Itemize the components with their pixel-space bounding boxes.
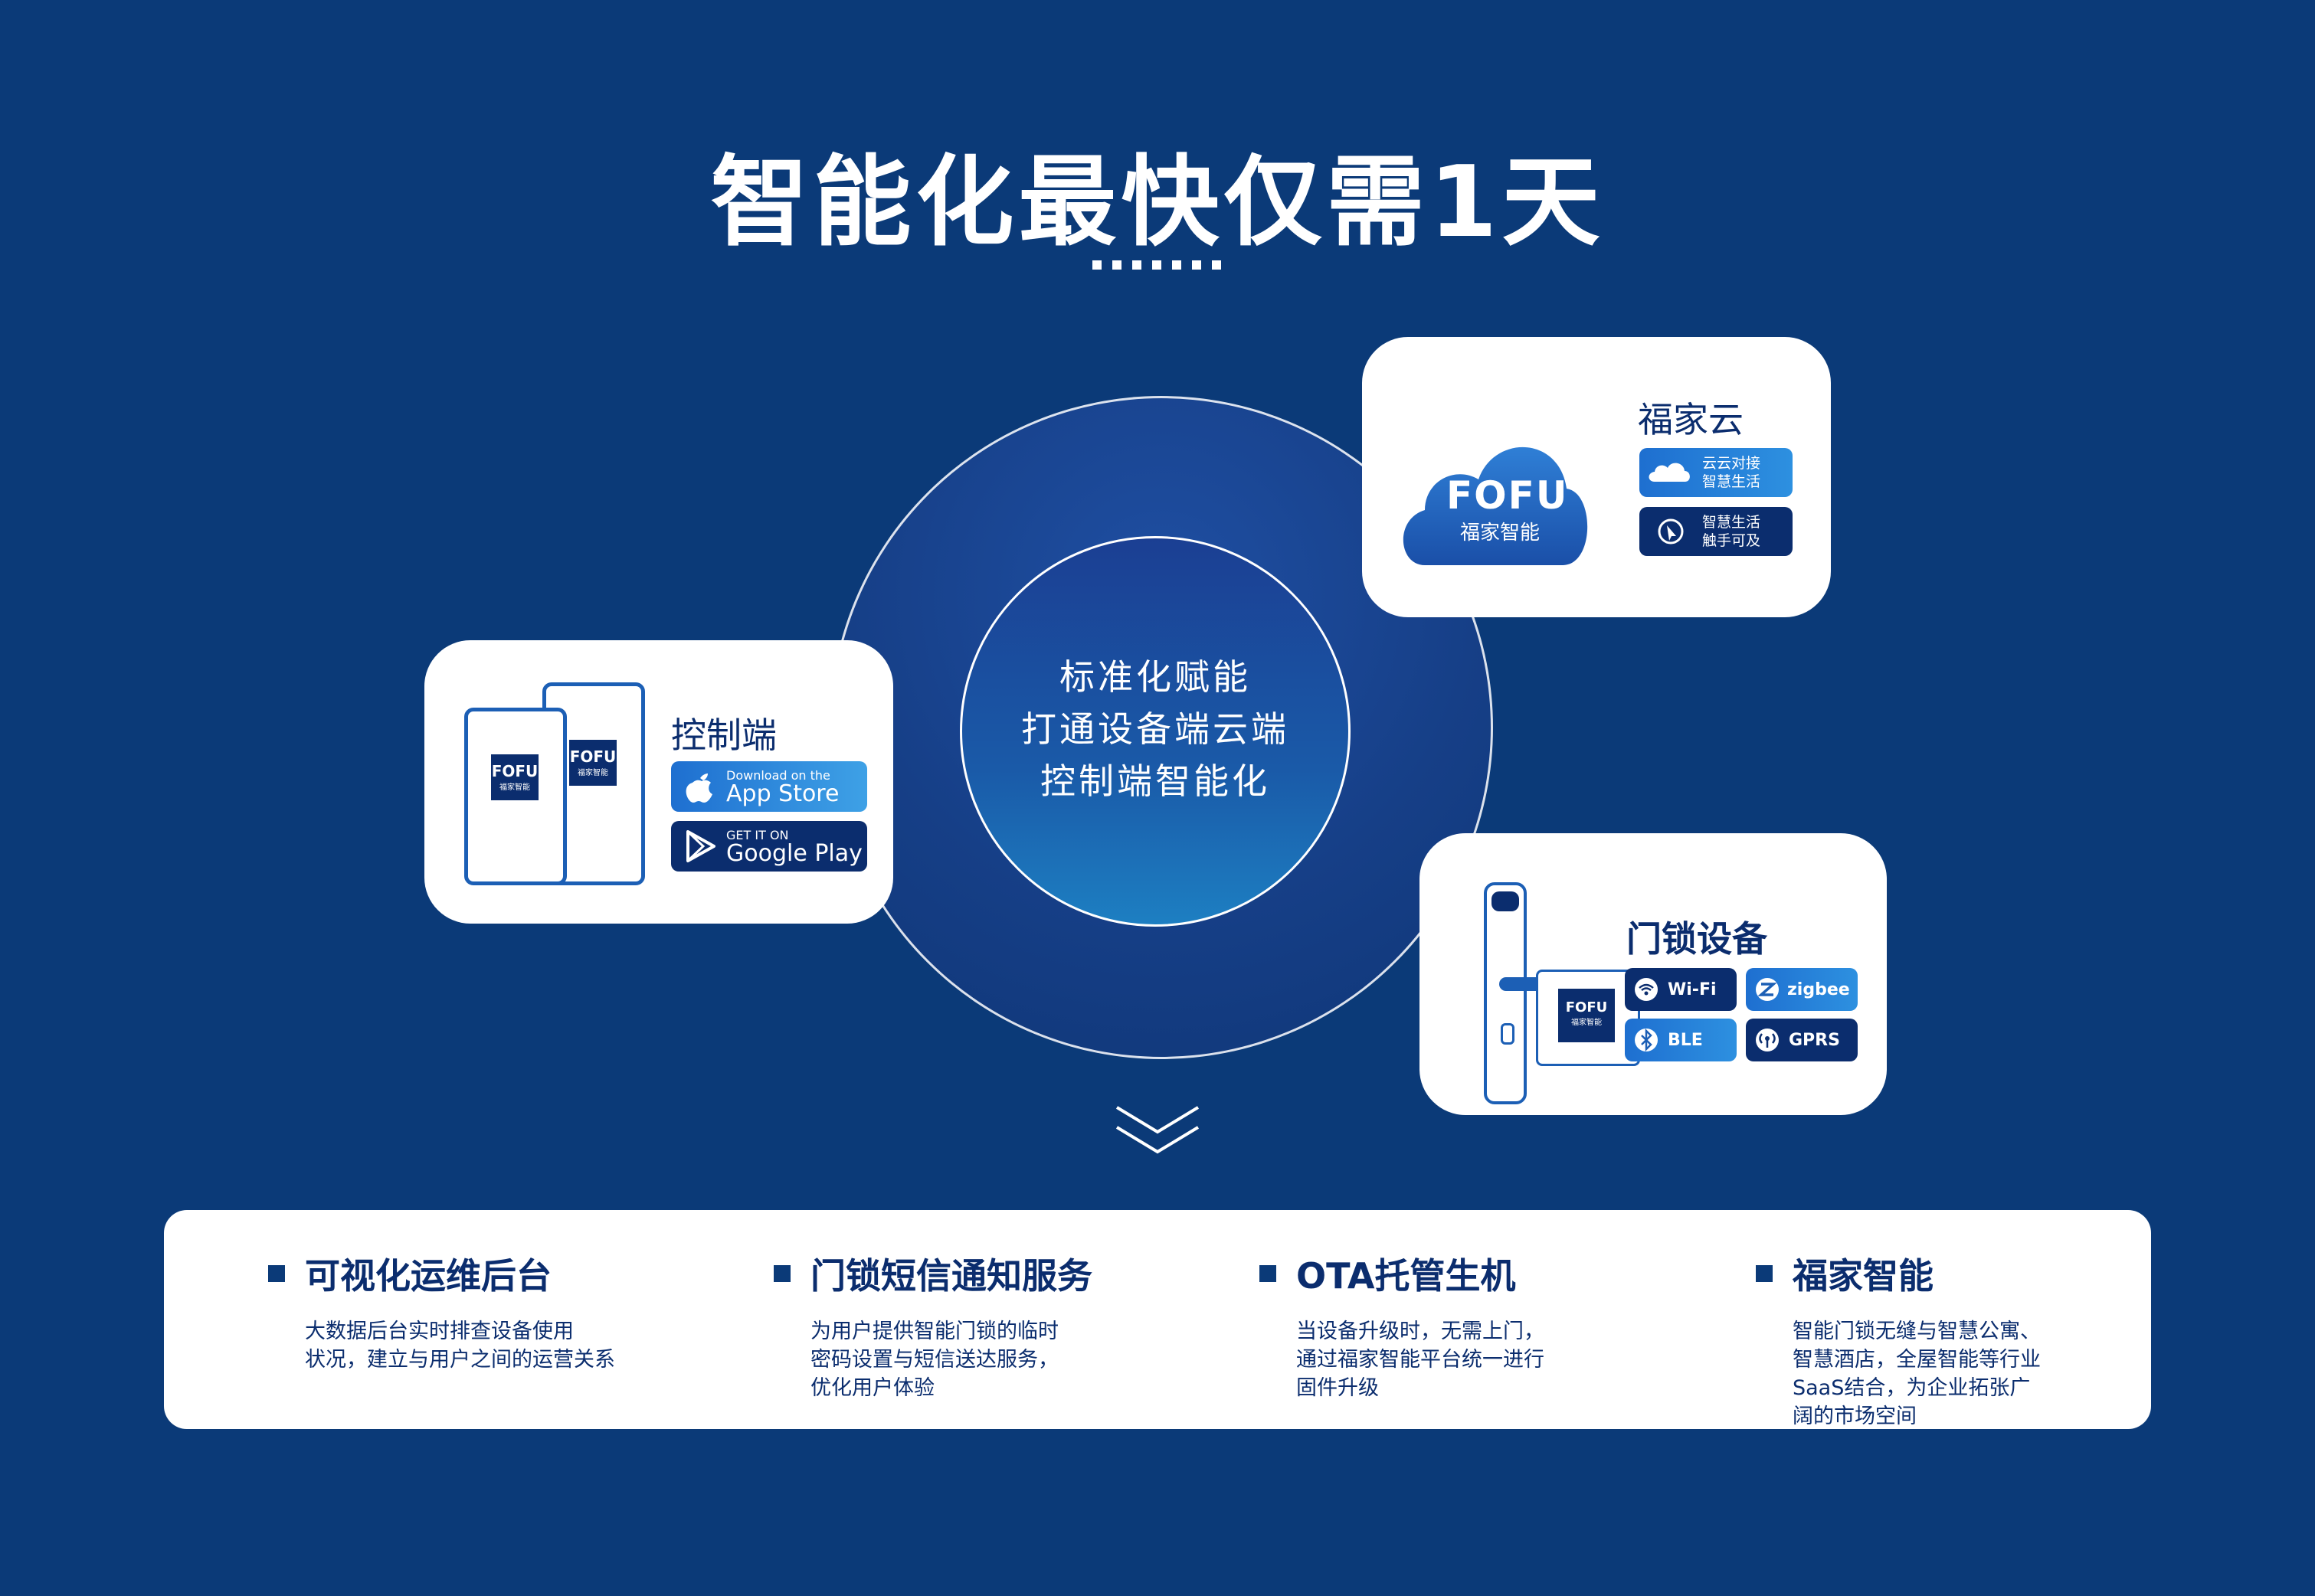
cloud-logo-text: FOFU <box>1446 473 1569 518</box>
feature-3-title: OTA托管生机 <box>1296 1255 1516 1297</box>
feature-4-desc-1: 智能门锁无缝与智慧公寓、 <box>1793 1320 2041 1343</box>
ble-label: BLE <box>1668 1030 1703 1050</box>
googleplay-small: GET IT ON <box>726 827 789 842</box>
zigbee-label: zigbee <box>1787 980 1850 999</box>
chip-icon: FOFU 福家智能 <box>1536 970 1640 1066</box>
chevron-down-icon <box>1115 1106 1200 1154</box>
feature-2: 门锁短信通知服务 为用户提供智能门锁的临时 密码设置与短信送达服务， 优化用户体… <box>774 1248 1092 1402</box>
title-divider <box>1092 260 1221 270</box>
feature-4-desc-4: 阔的市场空间 <box>1793 1405 1917 1428</box>
lock-card: FOFU 福家智能 门锁设备 Wi-Fi zigbee BLE GPRS <box>1419 833 1887 1115</box>
appstore-big: App Store <box>726 780 840 807</box>
phone-back-logo: FOFU 福家智能 <box>569 740 617 786</box>
cloud-badge-1-line1: 云云对接 <box>1702 455 1761 472</box>
appstore-button[interactable]: Download on the App Store <box>671 761 867 812</box>
feature-2-desc-2: 密码设置与短信送达服务， <box>810 1348 1059 1372</box>
cloud-badge-2: 智慧生活 触手可及 <box>1639 507 1793 556</box>
gprs-badge: GPRS <box>1746 1019 1858 1061</box>
feature-1-desc-2: 状况，建立与用户之间的运营关系 <box>305 1348 615 1372</box>
center-text: 标准化赋能 打通设备端云端 控制端智能化 <box>960 651 1351 807</box>
cloud-badge-2-line1: 智慧生活 <box>1702 514 1761 531</box>
bullet-square-icon <box>774 1265 791 1282</box>
feature-3-desc-3: 固件升级 <box>1296 1376 1379 1400</box>
bluetooth-icon <box>1635 1028 1658 1052</box>
chip-logo: FOFU <box>1565 999 1608 1015</box>
cloud-logo-sub: 福家智能 <box>1460 522 1541 545</box>
googleplay-big: Google Play <box>726 839 863 867</box>
signal-icon <box>1756 1029 1779 1051</box>
control-card-title: 控制端 <box>671 715 777 756</box>
feature-1-desc-1: 大数据后台实时排查设备使用 <box>305 1320 574 1343</box>
feature-4-desc-2: 智慧酒店，全屋智能等行业 <box>1793 1348 2041 1372</box>
googleplay-button[interactable]: GET IT ON Google Play <box>671 821 867 872</box>
wifi-icon <box>1635 978 1658 1001</box>
door-lock-icon <box>1484 882 1527 1104</box>
center-line-1: 标准化赋能 <box>1059 656 1251 698</box>
cloud-badge-1: 云云对接 智慧生活 <box>1639 448 1793 497</box>
zigbee-badge: zigbee <box>1746 968 1858 1011</box>
feature-2-desc-1: 为用户提供智能门锁的临时 <box>810 1320 1059 1343</box>
features-panel: 可视化运维后台 大数据后台实时排查设备使用 状况，建立与用户之间的运营关系 门锁… <box>164 1210 2151 1429</box>
wifi-badge: Wi-Fi <box>1625 968 1737 1011</box>
feature-1-title: 可视化运维后台 <box>305 1255 552 1297</box>
feature-2-desc-3: 优化用户体验 <box>810 1376 935 1400</box>
feature-1: 可视化运维后台 大数据后台实时排查设备使用 状况，建立与用户之间的运营关系 <box>268 1248 615 1374</box>
ble-badge: BLE <box>1625 1019 1737 1061</box>
touch-icon <box>1658 518 1684 545</box>
cloud-badge-1-line2: 智慧生活 <box>1702 473 1761 490</box>
phone-front-logo: FOFU 福家智能 <box>491 754 539 800</box>
chip-sub: 福家智能 <box>1571 1019 1602 1027</box>
lock-card-title: 门锁设备 <box>1626 918 1767 960</box>
bullet-square-icon <box>1756 1265 1773 1282</box>
control-card: FOFU 福家智能 FOFU 福家智能 控制端 Download on the … <box>424 640 893 924</box>
gprs-label: GPRS <box>1789 1030 1840 1050</box>
play-icon <box>686 830 715 862</box>
feature-4: 福家智能 智能门锁无缝与智慧公寓、 智慧酒店，全屋智能等行业 SaaS结合，为企… <box>1756 1248 2041 1431</box>
cloud-badge-2-line2: 触手可及 <box>1702 532 1761 549</box>
feature-3-desc-1: 当设备升级时，无需上门， <box>1296 1320 1544 1343</box>
phone-front: FOFU 福家智能 <box>464 708 567 885</box>
zigbee-icon <box>1756 978 1779 1001</box>
bullet-square-icon <box>268 1265 285 1282</box>
center-line-3: 控制端智能化 <box>1040 760 1270 802</box>
cloud-card-title: 福家云 <box>1638 399 1744 440</box>
page-title: 智能化最快仅需1天 <box>710 146 1605 260</box>
feature-3-desc-2: 通过福家智能平台统一进行 <box>1296 1348 1544 1372</box>
feature-2-title: 门锁短信通知服务 <box>810 1255 1092 1297</box>
feature-4-desc-3: SaaS结合，为企业拓张广 <box>1793 1376 2031 1400</box>
feature-3: OTA托管生机 当设备升级时，无需上门， 通过福家智能平台统一进行 固件升级 <box>1259 1248 1544 1402</box>
center-line-2: 打通设备端云端 <box>1021 708 1289 750</box>
wifi-label: Wi-Fi <box>1668 980 1717 999</box>
cloud-card: FOFU 福家智能 福家云 云云对接 智慧生活 智慧生活 触手可及 <box>1362 337 1831 617</box>
cloud-icon <box>1649 463 1690 482</box>
feature-4-title: 福家智能 <box>1793 1255 1934 1297</box>
appstore-small: Download on the <box>726 767 830 783</box>
inner-ring <box>960 536 1351 927</box>
bullet-square-icon <box>1259 1265 1276 1282</box>
cloud-logo-icon <box>1403 446 1588 565</box>
apple-icon <box>686 773 712 803</box>
